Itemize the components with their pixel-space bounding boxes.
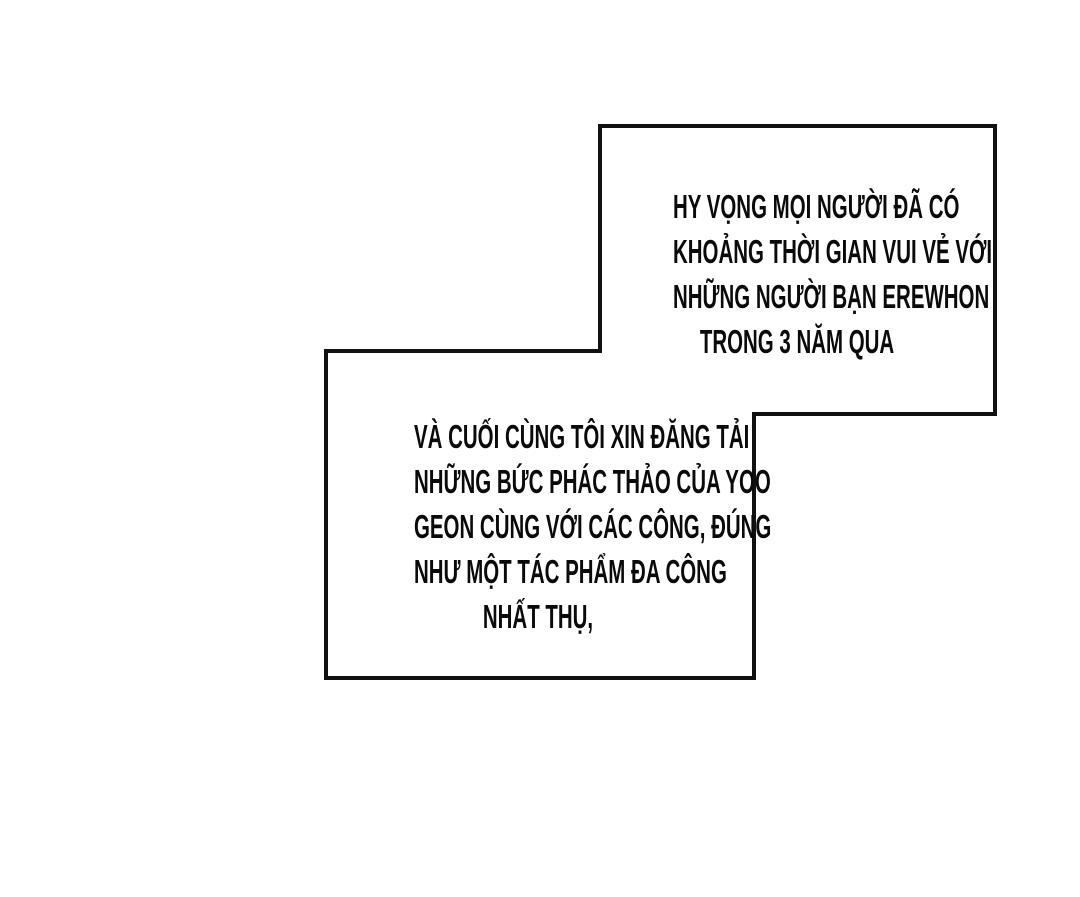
caption-line: NHỮNG NGƯỜI BẠN EREWHON (673, 278, 990, 315)
top-caption: HY VỌNG MỌI NGƯỜI ĐÃ CÓ KHOẢNG THỜI GIAN… (597, 184, 997, 364)
caption-line: NHỮNG BỨC PHÁC THẢO CỦA YOO (414, 463, 771, 500)
caption-line: NHƯ MỘT TÁC PHẨM ĐA CÔNG (414, 553, 727, 590)
caption-line: GEON CÙNG VỚI CÁC CÔNG, ĐÚNG (414, 508, 772, 545)
caption-line: TRONG 3 NĂM QUA (699, 323, 895, 360)
caption-line: NHẤT THỤ, (482, 598, 594, 635)
caption-line: HY VỌNG MỌI NGƯỜI ĐÃ CÓ (673, 188, 960, 225)
caption-line: VÀ CUỐI CÙNG TÔI XIN ĐĂNG TẢI (414, 418, 750, 455)
caption-line: KHOẢNG THỜI GIAN VUI VẺ VỚI (673, 233, 993, 270)
bottom-caption: VÀ CUỐI CÙNG TÔI XIN ĐĂNG TẢI NHỮNG BỨC … (338, 414, 772, 639)
